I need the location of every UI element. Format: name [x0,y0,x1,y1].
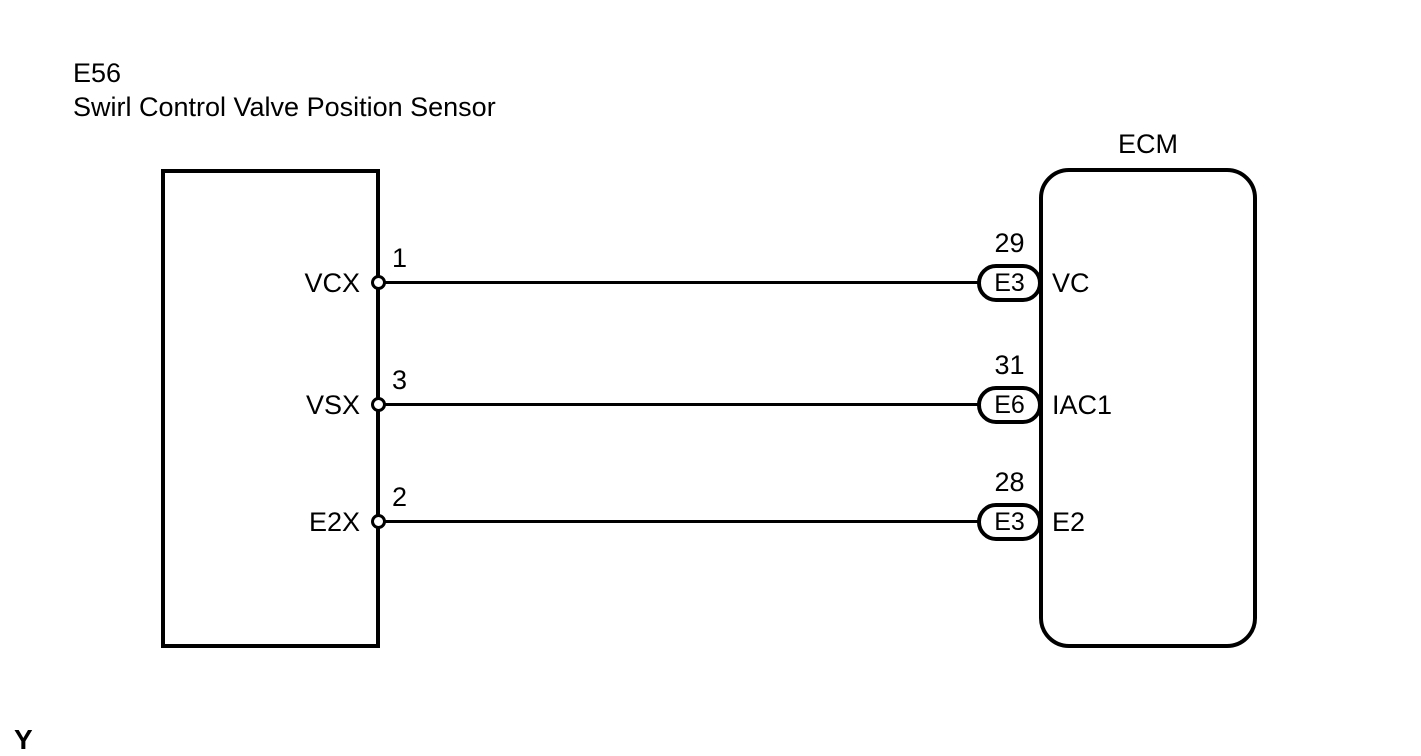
wire-line [378,403,980,406]
ecm-connector-oval: E3 [977,264,1042,302]
ecm-terminal-label: E2 [1052,507,1086,537]
ecm-terminal-label: VC [1052,268,1090,298]
sensor-pin-number: 3 [392,365,408,395]
wire-line [378,520,980,523]
sensor-component-name: Swirl Control Valve Position Sensor [73,92,496,122]
ecm-terminal-label: IAC1 [1052,390,1113,420]
sensor-terminal-label: E2X [308,507,360,537]
ecm-connector-oval: E3 [977,503,1042,541]
ecm-connector-oval: E6 [977,386,1042,424]
sensor-pin-number: 2 [392,482,408,512]
connector-code: E3 [994,268,1025,297]
sensor-terminal-label: VSX [305,390,360,420]
sensor-pin-circle [371,275,386,290]
sensor-box [161,169,380,648]
ecm-pin-number: 29 [994,228,1025,258]
wire-line [378,281,980,284]
connector-code: E3 [994,507,1025,536]
sensor-pin-circle [371,397,386,412]
sensor-pin-number: 1 [392,243,408,273]
sensor-connector-id: E56 [73,58,122,88]
connector-code: E6 [994,390,1025,419]
sensor-terminal-label: VCX [304,268,360,298]
sensor-pin-circle [371,514,386,529]
ecm-pin-number: 28 [994,467,1025,497]
diagram-title: E56 Swirl Control Valve Position Sensor [73,56,496,124]
page-marker: Y [14,724,33,755]
ecm-pin-number: 31 [994,350,1025,380]
ecm-label: ECM [1118,129,1178,159]
